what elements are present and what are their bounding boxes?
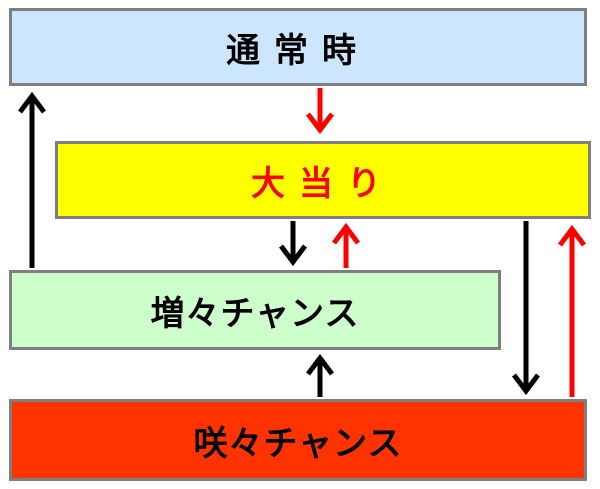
state-zouzou-chance: 増々チャンス [9,270,501,350]
state-sakisaki-chance-label: 咲々チャンス [193,423,403,464]
arrow-zouzou-to-bonus [332,222,360,268]
arrow-sakisaki-to-bonus [558,224,586,397]
state-normal: 通常時 [9,8,587,86]
arrow-zouzou-to-normal [18,91,46,268]
state-normal-label: 通常時 [226,30,370,71]
state-bonus-label: 大当り [251,163,395,204]
state-zouzou-chance-label: 増々チャンス [150,293,360,334]
arrow-bonus-to-sakisaki [512,221,540,396]
arrow-bonus-to-zouzou [279,221,307,267]
arrow-sakisaki-to-zouzou [306,353,334,397]
state-bonus: 大当り [55,141,591,219]
state-sakisaki-chance: 咲々チャンス [9,399,587,481]
arrow-normal-to-bonus [306,88,334,135]
